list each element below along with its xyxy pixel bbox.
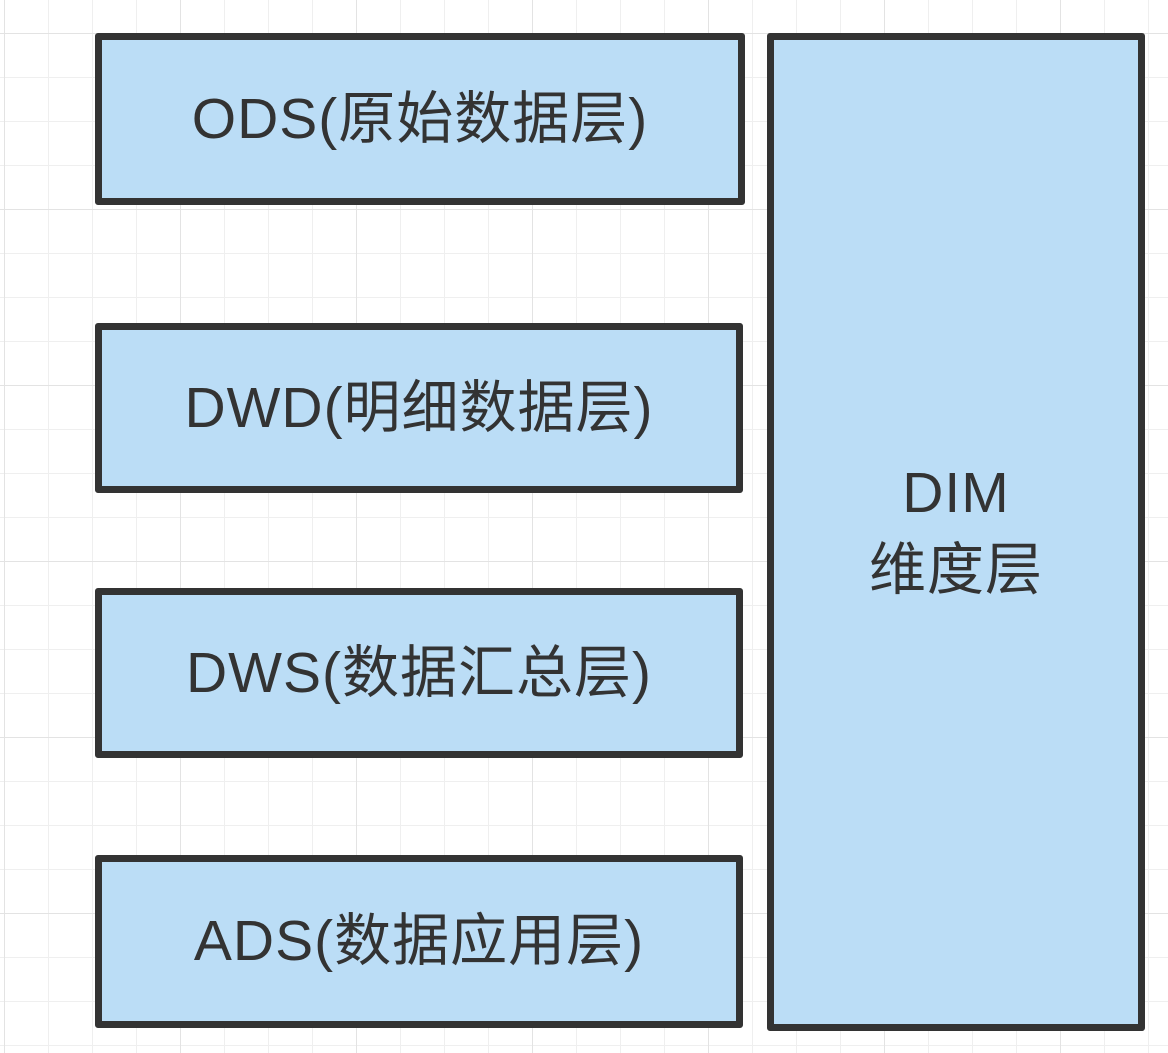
shape-dwd-label: DWD(明细数据层) — [184, 375, 654, 440]
shape-dim-layer[interactable]: DIM 维度层 — [767, 33, 1145, 1031]
shape-dim-label-en: DIM — [902, 461, 1010, 526]
shape-dwd-layer[interactable]: DWD(明细数据层) — [95, 323, 743, 493]
shape-dim-label-zh: 维度层 — [869, 538, 1043, 602]
shape-ads-label: ADS(数据应用层) — [193, 909, 645, 974]
shape-ads-layer[interactable]: ADS(数据应用层) — [95, 855, 743, 1028]
shape-ods-label: ODS(原始数据层) — [191, 86, 649, 151]
shape-dws-layer[interactable]: DWS(数据汇总层) — [95, 588, 743, 758]
shape-ods-layer[interactable]: ODS(原始数据层) — [95, 33, 745, 205]
shape-dws-label: DWS(数据汇总层) — [186, 640, 652, 705]
